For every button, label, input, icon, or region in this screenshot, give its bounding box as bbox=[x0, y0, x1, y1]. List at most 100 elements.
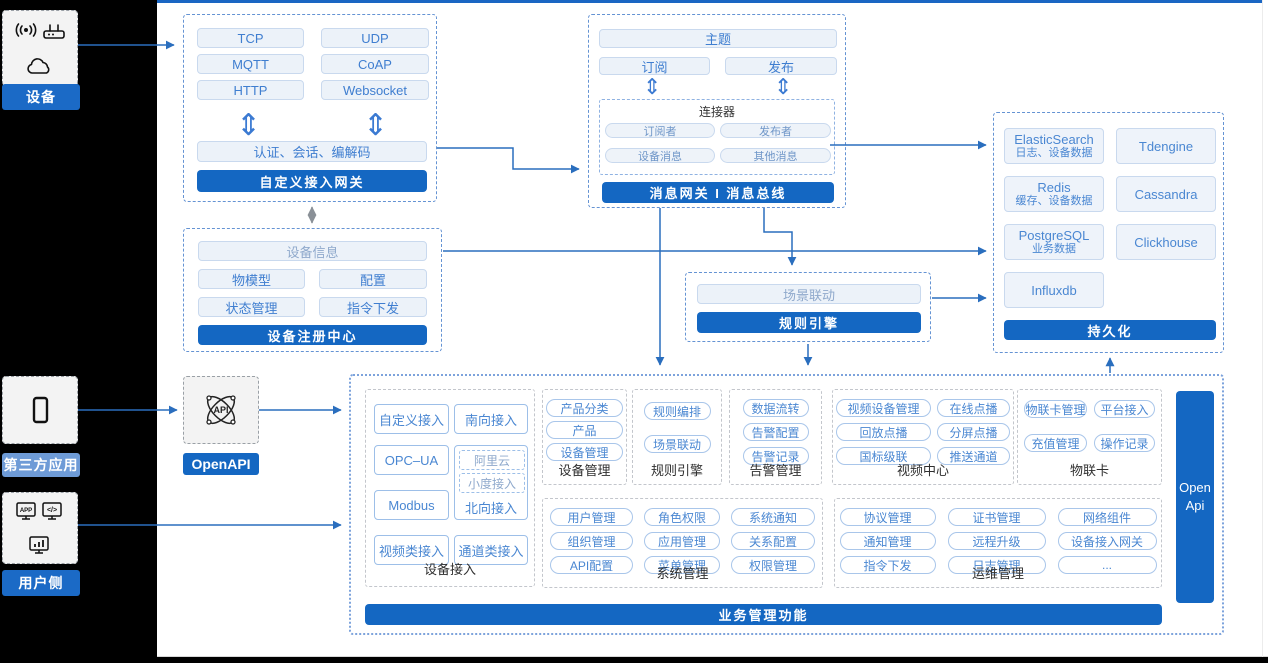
connector-box: 连接器 订阅者 发布者 设备消息 其他消息 bbox=[599, 99, 835, 175]
datastore-cell: Cassandra bbox=[1116, 176, 1216, 212]
section-caption: 运维管理 bbox=[971, 566, 1024, 581]
feature-pill: 权限管理 bbox=[731, 556, 815, 574]
device-registry-banner: 设备注册中心 bbox=[198, 325, 427, 345]
section-video: 视频设备管理在线点播回放点播分屏点播国标级联推送通道 视频中心 bbox=[832, 389, 1014, 485]
feature-pill: 国标级联 bbox=[836, 447, 931, 465]
device-info-cell: 设备信息 bbox=[198, 241, 427, 261]
svg-text:</>: </> bbox=[47, 507, 57, 514]
xiaodu-cell: 小度接入 bbox=[459, 473, 525, 493]
status-mgmt-cell: 状态管理 bbox=[198, 297, 305, 317]
scene-linkage-cell: 场景联动 bbox=[697, 284, 921, 304]
south-access-cell: 南向接入 bbox=[454, 404, 528, 434]
code-window-icon: </> bbox=[40, 499, 66, 523]
feature-pill: 规则编排 bbox=[643, 402, 711, 420]
signal-icon bbox=[12, 19, 40, 41]
section-caption: 告警管理 bbox=[749, 463, 802, 478]
protocol-cell: CoAP bbox=[321, 54, 429, 74]
feature-pill: 告警配置 bbox=[742, 423, 809, 441]
api-orbit-icon: API bbox=[198, 387, 244, 433]
section-caption: 设备管理 bbox=[558, 463, 611, 478]
feature-pill: 关系配置 bbox=[731, 532, 815, 550]
message-gateway-banner: 消息网关 I 消息总线 bbox=[602, 182, 834, 203]
aliyun-cell: 阿里云 bbox=[459, 450, 525, 470]
message-gateway-box: 主题 订阅 发布 ⇕ ⇕ 连接器 订阅者 发布者 设备消息 其他消息 消息网关 … bbox=[588, 14, 846, 208]
protocol-cell: TCP bbox=[197, 28, 304, 48]
section-caption: 系统管理 bbox=[656, 566, 709, 581]
up-down-arrow-icon: ⇕ bbox=[643, 74, 662, 99]
third-party-label: 第三方应用 bbox=[2, 453, 80, 477]
datastore-cell: Tdengine bbox=[1116, 128, 1216, 164]
svg-text:API: API bbox=[213, 405, 228, 415]
section-caption: 物联卡 bbox=[1069, 463, 1109, 478]
feature-pill: 场景联动 bbox=[643, 435, 711, 453]
third-party-icon-box bbox=[2, 376, 78, 444]
feature-pill: ... bbox=[1057, 556, 1157, 574]
business-banner: 业务管理功能 bbox=[365, 604, 1162, 625]
command-dispatch-cell: 指令下发 bbox=[319, 297, 427, 317]
phone-icon bbox=[26, 395, 54, 425]
feature-pill: 角色权限 bbox=[644, 508, 720, 526]
protocol-cell: UDP bbox=[321, 28, 429, 48]
section-rule-engine: 规则编排场景联动 规则引擎 bbox=[632, 389, 722, 485]
feature-pill: 数据流转 bbox=[742, 399, 809, 417]
feature-pill: 产品 bbox=[546, 421, 623, 439]
feature-pill: 设备管理 bbox=[546, 443, 623, 461]
device-message-cell: 设备消息 bbox=[605, 148, 715, 163]
custom-gateway-banner: 自定义接入网关 bbox=[197, 170, 427, 192]
opc-ua-cell: OPC–UA bbox=[374, 445, 449, 475]
connector-title: 连接器 bbox=[698, 105, 735, 119]
feature-pill: 视频设备管理 bbox=[836, 399, 931, 417]
feature-pill: 应用管理 bbox=[644, 532, 720, 550]
publisher-cell: 发布者 bbox=[720, 123, 831, 138]
publish-cell: 发布 bbox=[725, 57, 837, 75]
protocol-cell: Websocket bbox=[321, 80, 429, 100]
user-side-icon-box: APP </> bbox=[2, 492, 78, 564]
section-ops: 协议管理证书管理网络组件通知管理远程升级设备接入网关指令下发日志管理... 运维… bbox=[834, 498, 1162, 588]
datastore-cell: Influxdb bbox=[1004, 272, 1104, 308]
feature-pill: 网络组件 bbox=[1057, 508, 1157, 526]
feature-pill: 系统通知 bbox=[731, 508, 815, 526]
feature-pill: 物联卡管理 bbox=[1024, 400, 1087, 418]
topic-cell: 主题 bbox=[599, 29, 837, 48]
svg-text:APP: APP bbox=[20, 508, 32, 514]
chart-monitor-icon bbox=[3, 534, 77, 558]
feature-pill: 用户管理 bbox=[550, 508, 633, 526]
protocol-cell: HTTP bbox=[197, 80, 304, 100]
device-registry-box: 设备信息 物模型 配置 状态管理 指令下发 设备注册中心 bbox=[183, 228, 442, 352]
feature-pill: 远程升级 bbox=[947, 532, 1046, 550]
feature-pill: 产品分类 bbox=[546, 399, 623, 417]
feature-pill: 协议管理 bbox=[839, 508, 936, 526]
rule-engine-box: 场景联动 规则引擎 bbox=[685, 272, 931, 342]
up-down-arrow-icon: ⇕ bbox=[363, 109, 389, 142]
feature-pill: 充值管理 bbox=[1024, 434, 1087, 452]
app-window-icon: APP bbox=[14, 499, 40, 523]
up-down-arrow-icon: ⇕ bbox=[236, 109, 262, 142]
open-api-icon-box: API bbox=[183, 376, 259, 444]
thing-model-cell: 物模型 bbox=[198, 269, 305, 289]
persistence-banner: 持久化 bbox=[1004, 320, 1216, 340]
feature-pill: 证书管理 bbox=[947, 508, 1046, 526]
right-edge-line bbox=[1262, 0, 1263, 657]
feature-pill: 日志管理 bbox=[947, 556, 1046, 574]
cloud-icon bbox=[3, 56, 77, 78]
section-iot-card: 物联卡管理平台接入充值管理操作记录 物联卡 bbox=[1017, 389, 1162, 485]
open-api-bar-line1: Open bbox=[1179, 480, 1211, 495]
section-caption: 规则引擎 bbox=[650, 463, 703, 478]
feature-pill: 在线点播 bbox=[937, 399, 1010, 417]
device-icon-box bbox=[2, 10, 78, 86]
feature-pill: 推送通道 bbox=[937, 447, 1010, 465]
top-accent-bar bbox=[157, 0, 1262, 3]
feature-pill: 分屏点播 bbox=[937, 423, 1010, 441]
datastore-cell: Clickhouse bbox=[1116, 224, 1216, 260]
feature-pill: 菜单管理 bbox=[644, 556, 720, 574]
open-api-label: OpenAPI bbox=[183, 453, 259, 475]
feature-pill: 组织管理 bbox=[550, 532, 633, 550]
